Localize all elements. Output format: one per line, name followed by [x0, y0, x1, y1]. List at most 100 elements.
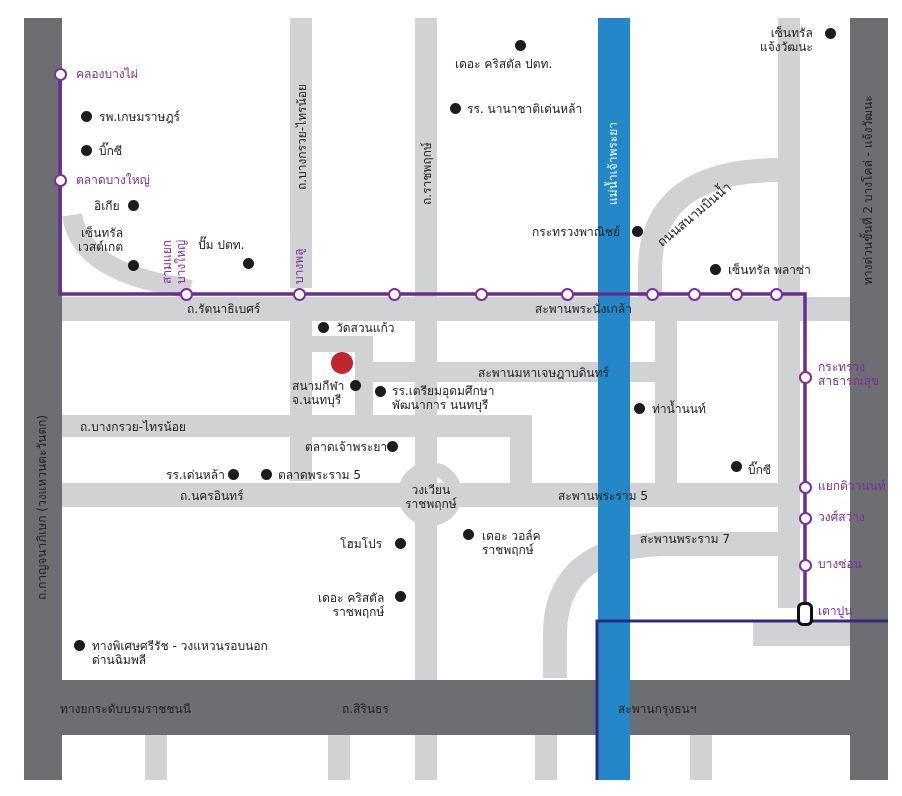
label-tao-poon: เตาปูน: [818, 604, 853, 618]
label-bang-phlu: บางพลู: [292, 248, 306, 284]
label-tha-nam-non: ท่าน้ำนนท์: [652, 402, 706, 416]
road-bang-kruai-sai-noi-h: [62, 415, 532, 437]
station-khlong-bang-phai[interactable]: [54, 68, 67, 81]
label-talad-chao-phraya: ตลาดเจ้าพระยา: [305, 440, 388, 454]
road-kanchanaphisek: [24, 18, 62, 780]
poi-wat-suan-kaew[interactable]: [318, 322, 329, 333]
station-nonthaburi-civic[interactable]: [770, 288, 783, 301]
label-talad-bang-yai: ตลาดบางใหญ่: [76, 173, 150, 187]
label-nakhon-in: ถ.นครอินทร์: [180, 489, 244, 503]
label-ptt-station: ปั๊ม ปตท.: [198, 238, 245, 252]
label-ratchaphruek: ถ.ราชพฤกษ์: [420, 142, 434, 205]
label-bigc-1: บิ๊กซี: [99, 144, 123, 158]
label-bang-son: บางซ่อน: [818, 557, 862, 571]
road-ratchaphruek: [415, 18, 437, 780]
station-ministry-public-health[interactable]: [799, 371, 812, 384]
poi-talad-chao-phraya[interactable]: [387, 441, 398, 452]
road-tha-nam: [655, 303, 677, 486]
label-ikea: อิเกีย: [94, 199, 120, 213]
label-central-plaza: เซ็นทรัล พลาซ่า: [728, 263, 811, 277]
road-maha-chesada: [355, 362, 660, 382]
label-expressway-2: ทางด่วนขั้นที่ 2 บางโคล่ - แจ้งวัฒนะ: [861, 95, 875, 285]
station-tha-it[interactable]: [561, 288, 574, 301]
poi-tha-nam-non[interactable]: [634, 403, 645, 414]
label-the-walk: เดอะ วอล์ค ราชพฤกษ์: [482, 529, 541, 557]
poi-crystal-ratchaphruek[interactable]: [395, 591, 406, 602]
station-bang-krasor[interactable]: [730, 288, 743, 301]
label-bigc-2: บิ๊กซี: [748, 463, 772, 477]
curved-roads: [62, 158, 800, 678]
label-wongwian: วงเวียน ราชพฤกษ์: [405, 483, 457, 511]
station-yaek-nonthaburi-1[interactable]: [688, 288, 701, 301]
label-wong-sawang: วงศ์สว่าง: [818, 510, 865, 524]
station-yaek-tiwanon[interactable]: [799, 481, 812, 494]
station-bang-rak-noi[interactable]: [388, 288, 401, 301]
label-special-road: ทางพิเศษศรีรัช - วงแหวนรอบนอก ด่านฉิมพลี: [92, 639, 268, 667]
road-bottom-3: [535, 735, 557, 780]
mrt-blue-line: [595, 619, 888, 780]
poi-central-westgate[interactable]: [128, 260, 139, 271]
label-kanchanaphisek: ถ.กาญจนาภิเษก (วงแหวนตะวันตก): [35, 414, 49, 600]
label-rama5-bridge: สะพานพระราม 5: [558, 489, 648, 503]
label-elevated-road: ทางยกระดับบรมราชชนนี: [60, 702, 191, 716]
road-bottom-2: [328, 735, 350, 780]
label-crystal-ptt: เดอะ คริสตัล ปตท.: [455, 57, 553, 71]
poi-central-plaza[interactable]: [710, 264, 721, 275]
label-nanachat-school: รร. นานาชาติเด่นหล้า: [467, 102, 583, 116]
chao-phraya-river: [598, 18, 630, 780]
station-bang-rak-yai[interactable]: [475, 288, 488, 301]
poi-stadium[interactable]: [350, 380, 361, 391]
poi-nanachat-school[interactable]: [450, 103, 461, 114]
poi-ptt-station[interactable]: [243, 258, 254, 269]
road-elevated: [24, 680, 888, 735]
poi-special-road[interactable]: [74, 640, 85, 651]
poi-the-walk[interactable]: [463, 529, 474, 540]
label-triam-udom: รร.เตรียมอุดมศึกษา พัฒนาการ นนทบุรี: [392, 384, 495, 412]
poi-central-chaengwattana[interactable]: [825, 28, 836, 39]
road-ratanathibet: [62, 297, 850, 321]
poi-kasemrad[interactable]: [81, 111, 92, 122]
label-central-chaengwattana: เซ็นทรัล แจ้งวัฒนะ: [760, 26, 813, 54]
station-tao-poon[interactable]: [797, 602, 813, 626]
road-westgate-curve: [62, 212, 193, 300]
road-rama7-end: [753, 622, 850, 646]
road-chaengwattana-v: [778, 18, 800, 608]
poi-ikea[interactable]: [128, 200, 139, 211]
label-homepro: โฮมโปร: [340, 537, 383, 551]
major-roads: [24, 18, 888, 780]
station-bang-phlu[interactable]: [293, 288, 306, 301]
poi-bigc-2[interactable]: [731, 461, 742, 472]
poi-ministry-commerce[interactable]: [632, 226, 643, 237]
venue-marker[interactable]: [331, 352, 353, 374]
road-nakhon-in: [62, 483, 778, 507]
road-expressway-2: [850, 18, 888, 780]
road-bottom-4: [690, 735, 712, 780]
label-sam-yaek-bang-yai: สามแยก บางใหญ่: [160, 239, 188, 284]
label-ministry-public-health: กระทรวง สาธารณสุข: [818, 360, 880, 388]
road-bottom-1: [145, 735, 167, 780]
poi-denla-school[interactable]: [228, 469, 239, 480]
station-bang-son[interactable]: [799, 559, 812, 572]
station-sam-yaek-bang-yai[interactable]: [180, 288, 193, 301]
label-crystal-ratchaphruek: เดอะ คริสตัล ราชพฤกษ์: [318, 591, 385, 619]
roundabout: [398, 462, 462, 526]
poi-homepro[interactable]: [395, 538, 406, 549]
road-rama7: [543, 532, 790, 678]
label-chao-phraya-river: แม่น้ำเจ้าพระยา: [606, 121, 620, 205]
station-phra-nang-klao[interactable]: [646, 288, 659, 301]
label-rama7-bridge: สะพานพระราม 7: [640, 532, 730, 546]
label-ratanathibet: ถ.รัตนาธิเบศร์: [187, 302, 261, 316]
poi-bigc-1[interactable]: [81, 145, 92, 156]
station-wong-sawang[interactable]: [799, 512, 812, 525]
poi-talad-rama5[interactable]: [261, 469, 272, 480]
road-stadium-top: [290, 336, 372, 352]
station-talad-bang-yai[interactable]: [54, 174, 67, 187]
label-stadium: สนามกีฬา จ.นนทบุรี: [292, 379, 345, 407]
road-connector-3: [290, 437, 312, 481]
poi-triam-udom[interactable]: [375, 386, 386, 397]
label-denla-school: รร.เด่นหล้า: [166, 468, 225, 482]
road-sanambinnam: [638, 158, 800, 300]
poi-crystal-ptt[interactable]: [515, 40, 526, 51]
